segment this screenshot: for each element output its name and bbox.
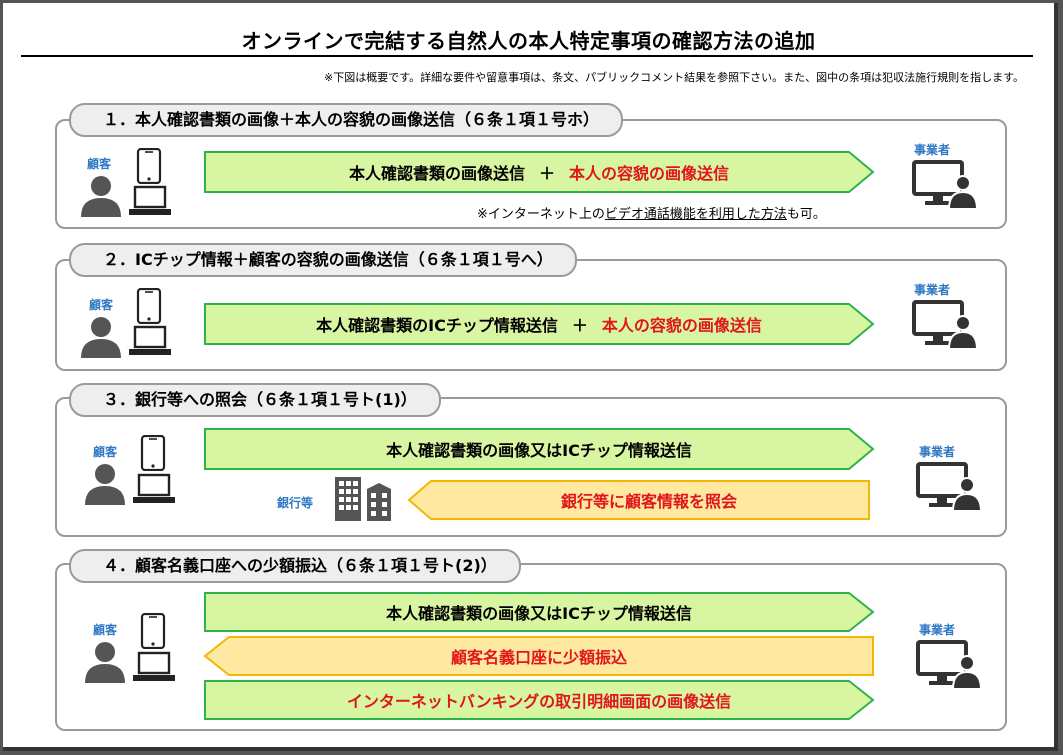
overview-note: ※下図は概要です。詳細な要件や留意事項は、条文、パブリックコメント結果を参照下さ… xyxy=(323,71,1024,84)
image-send-arrow: 本人確認書類の画像送信 ＋ 本人の容貌の画像送信 xyxy=(203,148,875,196)
note-prefix: ※インターネット上の xyxy=(477,207,605,222)
business-label: 事業者 xyxy=(914,143,951,157)
customer-label: 顧客 xyxy=(89,298,114,312)
business-label: 事業者 xyxy=(914,283,951,297)
smartphone-icon xyxy=(136,288,162,324)
small-transfer-arrow: 顧客名義口座に少額振込 xyxy=(203,633,875,679)
person-icon xyxy=(85,642,125,683)
monitor-person-icon xyxy=(912,160,979,209)
laptop-icon xyxy=(133,651,175,681)
monitor-person-icon xyxy=(912,300,979,349)
laptop-icon xyxy=(129,185,171,215)
arrow-red-text: 本人の容貌の画像送信 xyxy=(601,316,762,335)
arrow-text: 本人確認書類の画像又はICチップ情報送信 xyxy=(386,441,692,460)
image-or-ic-send-arrow: 本人確認書類の画像又はICチップ情報送信 xyxy=(203,589,875,635)
title-rule xyxy=(21,55,1033,57)
note-suffix: も可。 xyxy=(786,207,826,222)
video-call-note: ※インターネット上のビデオ通話機能を利用した方法も可。 xyxy=(477,203,826,222)
smartphone-icon xyxy=(136,148,162,184)
bank-label: 銀行等 xyxy=(277,496,314,510)
smartphone-icon xyxy=(140,613,166,649)
person-icon xyxy=(81,176,121,217)
monitor-person-icon xyxy=(916,640,983,689)
plus-sign: ＋ xyxy=(538,164,555,183)
section-1-heading: １．本人確認書類の画像＋本人の容貌の画像送信（６条１項１号ホ） xyxy=(69,103,624,137)
arrow-red-text: インターネットバンキングの取引明細画面の画像送信 xyxy=(346,692,732,711)
arrow-red-text: 銀行等に顧客情報を照会 xyxy=(560,492,737,511)
section-4-heading: ４．顧客名義口座への少額振込（６条１項１号ト(2)） xyxy=(69,549,521,583)
section-2-heading: ２．ICチップ情報＋顧客の容貌の画像送信（６条１項１号へ） xyxy=(69,243,577,277)
ic-chip-send-arrow: 本人確認書類のICチップ情報送信 ＋ 本人の容貌の画像送信 xyxy=(203,300,875,348)
laptop-icon xyxy=(133,473,175,503)
image-or-ic-send-arrow: 本人確認書類の画像又はICチップ情報送信 xyxy=(203,425,875,473)
person-icon xyxy=(81,317,121,358)
arrow-red-text: 本人の容貌の画像送信 xyxy=(569,164,730,183)
arrow-red-text: 顧客名義口座に少額振込 xyxy=(450,648,627,667)
page-title: オンラインで完結する自然人の本人特定事項の確認方法の追加 xyxy=(241,29,816,53)
plus-sign: ＋ xyxy=(571,316,588,335)
person-icon xyxy=(85,464,125,505)
business-label: 事業者 xyxy=(919,445,956,459)
note-underlined: ビデオ通話機能を利用した方法 xyxy=(604,207,787,222)
arrow-black-text: 本人確認書類の画像送信 xyxy=(348,164,525,183)
statement-image-send-arrow: インターネットバンキングの取引明細画面の画像送信 xyxy=(203,677,875,723)
monitor-person-icon xyxy=(916,462,983,511)
business-label: 事業者 xyxy=(919,623,956,637)
customer-label: 顧客 xyxy=(93,445,118,459)
arrow-text: 本人確認書類の画像又はICチップ情報送信 xyxy=(386,604,692,623)
bank-inquiry-arrow: 銀行等に顧客情報を照会 xyxy=(407,477,871,523)
customer-label: 顧客 xyxy=(93,623,118,637)
building-icon xyxy=(335,477,391,521)
smartphone-icon xyxy=(140,435,166,471)
document-page: オンラインで完結する自然人の本人特定事項の確認方法の追加 ※下図は概要です。詳細… xyxy=(3,3,1058,751)
arrow-black-text: 本人確認書類のICチップ情報送信 xyxy=(316,316,558,335)
customer-label: 顧客 xyxy=(87,157,112,171)
section-3-heading: ３．銀行等への照会（６条１項１号ト(1)） xyxy=(69,383,441,417)
laptop-icon xyxy=(129,325,171,355)
